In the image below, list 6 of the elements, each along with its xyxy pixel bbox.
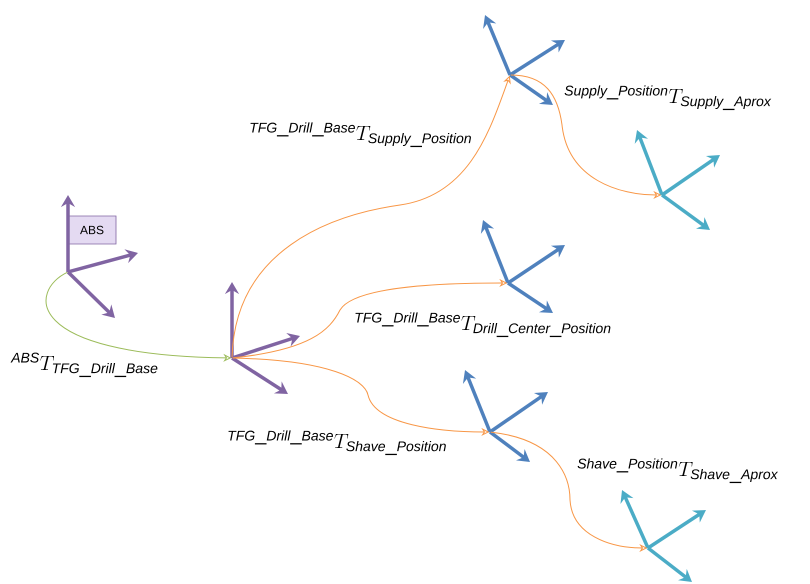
edge-label: ${}^{\mathit{TFG\_Drill\_Base}}T_{\mathit{Drill\_Center\_Position}}$ <box>355 312 610 338</box>
edge-label: ${}^{\mathit{TFG\_Drill\_Base}}T_{\mathit{Supply\_Position}}$ <box>250 122 471 148</box>
edge-label: ${}^{\mathit{ABS}}T_{\mathit{TFG\_Drill\_Base}}$ <box>10 352 158 378</box>
edge-label: ${}^{\mathit{Supply\_Position}}T_{\mathit{Supply\_Aprox}}$ <box>564 85 772 110</box>
edge-label: ${}^{\mathit{Shave\_Position}}T_{\mathit{Shave\_Aprox}}$ <box>578 458 778 484</box>
edge-label: ${}^{\mathit{TFG\_Drill\_Base}}T_{\mathit{Shave\_Position}}$ <box>228 430 446 456</box>
